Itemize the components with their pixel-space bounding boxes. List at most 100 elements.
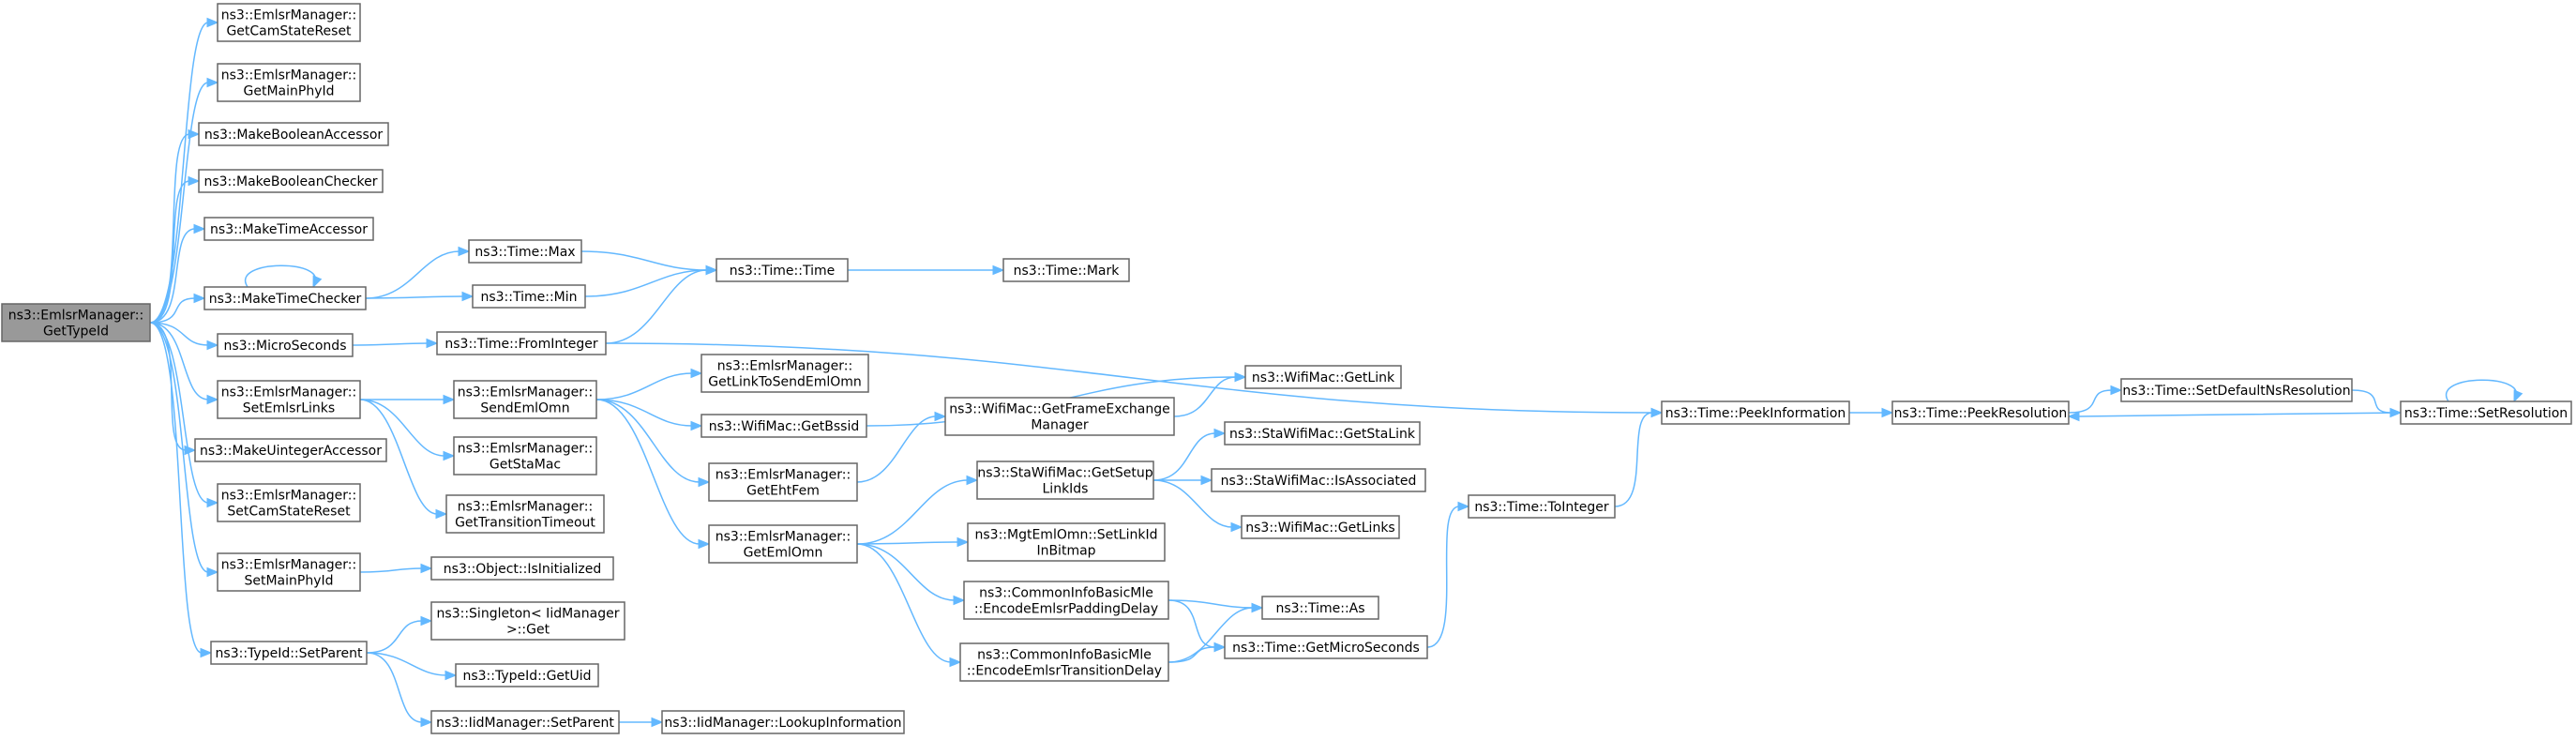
node-mkTimeAcc[interactable]: ns3::MakeTimeAccessor — [203, 217, 374, 241]
node-getMainPhy[interactable]: ns3::EmlsrManager::GetMainPhyId — [217, 63, 361, 102]
edge-sendOmn-getEmlOmn — [595, 399, 711, 550]
node-mkTimeChk[interactable]: ns3::MakeTimeChecker — [203, 286, 367, 310]
node-tPeekRes[interactable]: ns3::Time::PeekResolution — [1891, 400, 2070, 425]
edge-line — [149, 82, 209, 324]
node-encPadding[interactable]: ns3::CommonInfoBasicMle::EncodeEmlsrPadd… — [963, 581, 1169, 620]
edge-root-setCamReset — [149, 322, 219, 508]
edge-line — [580, 250, 708, 271]
node-staGetLink[interactable]: ns3::StaWifiMac::GetStaLink — [1224, 421, 1421, 446]
node-label: ns3::TypeId::GetUid — [462, 669, 591, 684]
node-box — [2120, 378, 2353, 402]
node-box — [468, 239, 582, 264]
node-box — [1002, 258, 1130, 282]
edge-line — [1614, 412, 1653, 507]
node-box — [430, 601, 625, 641]
node-tMin[interactable]: ns3::Time::Min — [472, 284, 586, 309]
node-setLinks[interactable]: ns3::EmlsrManager::SetEmlsrLinks — [217, 380, 361, 419]
edge-arrowhead — [420, 717, 433, 728]
node-label: ns3::EmlsrManager:: — [717, 359, 852, 374]
edge-arrowhead — [698, 476, 711, 488]
node-box — [453, 436, 597, 476]
node-getLinkToSend[interactable]: ns3::EmlsrManager::GetLinkToSendEmlOmn — [700, 354, 869, 393]
node-label: ns3::IidManager::LookupInformation — [664, 716, 901, 731]
node-tMark[interactable]: ns3::Time::Mark — [1002, 258, 1130, 282]
edge-setParent-singGet — [366, 615, 433, 654]
edge-line — [1152, 432, 1216, 481]
node-singGet[interactable]: ns3::Singleton< IidManager>::Get — [430, 601, 625, 641]
edge-line — [1167, 607, 1254, 663]
node-label: ns3::TypeId::SetParent — [216, 646, 363, 661]
edge-arrowhead — [206, 340, 219, 351]
edge-getEmlOmn-setLinkIdBitmap — [856, 536, 970, 548]
node-tGetMicro[interactable]: ns3::Time::GetMicroSeconds — [1224, 635, 1428, 659]
node-root[interactable]: ns3::EmlsrManager::GetTypeId — [1, 303, 151, 342]
edge-line — [359, 399, 445, 457]
node-micro[interactable]: ns3::MicroSeconds — [217, 333, 354, 357]
node-wmGetLinks[interactable]: ns3::WifiMac::GetLinks — [1241, 515, 1400, 539]
node-tToInt[interactable]: ns3::Time::ToInteger — [1468, 494, 1616, 519]
node-isInit[interactable]: ns3::Object::IsInitialized — [430, 556, 614, 581]
node-label: ns3::CommonInfoBasicMle — [979, 586, 1153, 601]
node-label: ns3::MakeUintegerAccessor — [200, 444, 382, 459]
node-encTrans[interactable]: ns3::CommonInfoBasicMle::EncodeEmlsrTran… — [959, 642, 1169, 682]
edge-tPeekRes-tSetDefRes — [2068, 385, 2123, 414]
node-tMax[interactable]: ns3::Time::Max — [468, 239, 582, 264]
node-getEmlOmn[interactable]: ns3::EmlsrManager::GetEmlOmn — [708, 524, 858, 564]
node-wmGetLink[interactable]: ns3::WifiMac::GetLink — [1244, 365, 1402, 389]
edge-line — [366, 652, 447, 676]
edge-arrowhead — [1881, 407, 1894, 418]
node-getCamReset[interactable]: ns3::EmlsrManager::GetCamStateReset — [217, 3, 361, 42]
edge-micro-tFromInt — [352, 338, 439, 349]
node-iidSetParent[interactable]: ns3::IidManager::SetParent — [430, 710, 620, 734]
node-tTime[interactable]: ns3::Time::Time — [716, 258, 849, 282]
node-label: >::Get — [506, 623, 550, 638]
edge-line — [595, 399, 693, 427]
node-box — [963, 581, 1169, 620]
node-tPeekInfo[interactable]: ns3::Time::PeekInformation — [1661, 400, 1850, 425]
node-label: ns3::StaWifiMac::GetSetup — [977, 466, 1152, 481]
edge-root-getMainPhy — [149, 77, 219, 324]
node-setMainPhy[interactable]: ns3::EmlsrManager::SetMainPhyId — [217, 552, 361, 592]
node-getStaMac[interactable]: ns3::EmlsrManager::GetStaMac — [453, 436, 597, 476]
edge-line — [365, 250, 460, 299]
edge-mkTimeChk-tMin — [365, 291, 475, 302]
edge-arrowhead — [206, 566, 219, 578]
edge-tMin-tTime — [584, 264, 718, 297]
edge-arrowhead — [1213, 428, 1227, 439]
node-tFromInt[interactable]: ns3::Time::FromInteger — [436, 331, 607, 355]
node-isAssoc[interactable]: ns3::StaWifiMac::IsAssociated — [1211, 468, 1426, 492]
node-tSetDefRes[interactable]: ns3::Time::SetDefaultNsResolution — [2120, 378, 2353, 402]
node-getBssid[interactable]: ns3::WifiMac::GetBssid — [700, 414, 867, 438]
node-sendOmn[interactable]: ns3::EmlsrManager::SendEmlOmn — [453, 380, 597, 419]
edge-arrowhead — [188, 128, 201, 140]
node-label: ns3::Time::Max — [475, 245, 575, 260]
node-mkBoolAcc[interactable]: ns3::MakeBooleanAccessor — [198, 122, 389, 146]
node-box — [217, 333, 354, 357]
node-setCamReset[interactable]: ns3::EmlsrManager::SetCamStateReset — [217, 483, 361, 522]
node-tAs[interactable]: ns3::Time::As — [1261, 596, 1379, 620]
node-mkBoolChk[interactable]: ns3::MakeBooleanChecker — [198, 169, 384, 193]
node-tSetRes[interactable]: ns3::Time::SetResolution — [2400, 400, 2572, 425]
edge-setMainPhy-isInit — [359, 563, 433, 574]
edge-arrowhead — [2110, 385, 2123, 396]
edge-arrowhead — [193, 223, 206, 234]
edge-getFem-wmGetLink — [1173, 371, 1247, 417]
edge-line — [856, 479, 969, 545]
node-getEhtFem[interactable]: ns3::EmlsrManager::GetEhtFem — [708, 462, 858, 502]
node-box — [1241, 515, 1400, 539]
edge-setParent-getUid — [366, 652, 458, 681]
node-lookupInfo[interactable]: ns3::IidManager::LookupInformation — [661, 710, 905, 734]
edge-arrowhead — [1230, 521, 1243, 533]
node-label: ns3::MicroSeconds — [223, 339, 346, 354]
node-getUid[interactable]: ns3::TypeId::GetUid — [455, 663, 599, 687]
edge-arrowhead — [184, 445, 197, 456]
node-mkUintAcc[interactable]: ns3::MakeUintegerAccessor — [194, 438, 387, 462]
edge-arrowhead — [443, 450, 456, 461]
edge-root-mkBoolAcc — [149, 128, 201, 324]
node-getTransTo[interactable]: ns3::EmlsrManager::GetTransitionTimeout — [445, 494, 605, 534]
node-setParent[interactable]: ns3::TypeId::SetParent — [210, 641, 368, 665]
node-box — [708, 462, 858, 502]
